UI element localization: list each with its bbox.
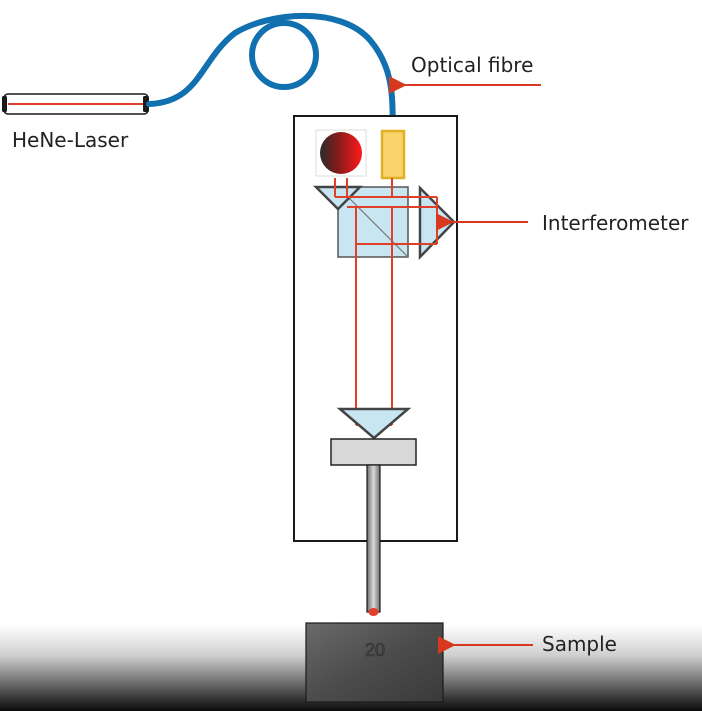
fibre-connector: [380, 129, 406, 180]
stylus-tip: [368, 608, 379, 616]
laser-beams: [334, 178, 438, 426]
probe-stage: [330, 438, 417, 466]
optical-fibre-label: Optical fibre: [411, 53, 534, 77]
stylus-rod: [366, 464, 381, 613]
sample-label: Sample: [542, 632, 617, 656]
hene-laser: [2, 93, 149, 115]
laser-label: HeNe-Laser: [12, 128, 129, 152]
pointer-arrows: [388, 76, 541, 654]
sample-block: 20: [305, 622, 444, 703]
sample-marking: 20: [365, 640, 385, 660]
optical-fibre: [146, 12, 396, 133]
objective-lens: [336, 407, 412, 440]
photodetector: [315, 129, 367, 177]
interferometer-label: Interferometer: [542, 211, 689, 235]
fibre-loop: [249, 20, 319, 90]
